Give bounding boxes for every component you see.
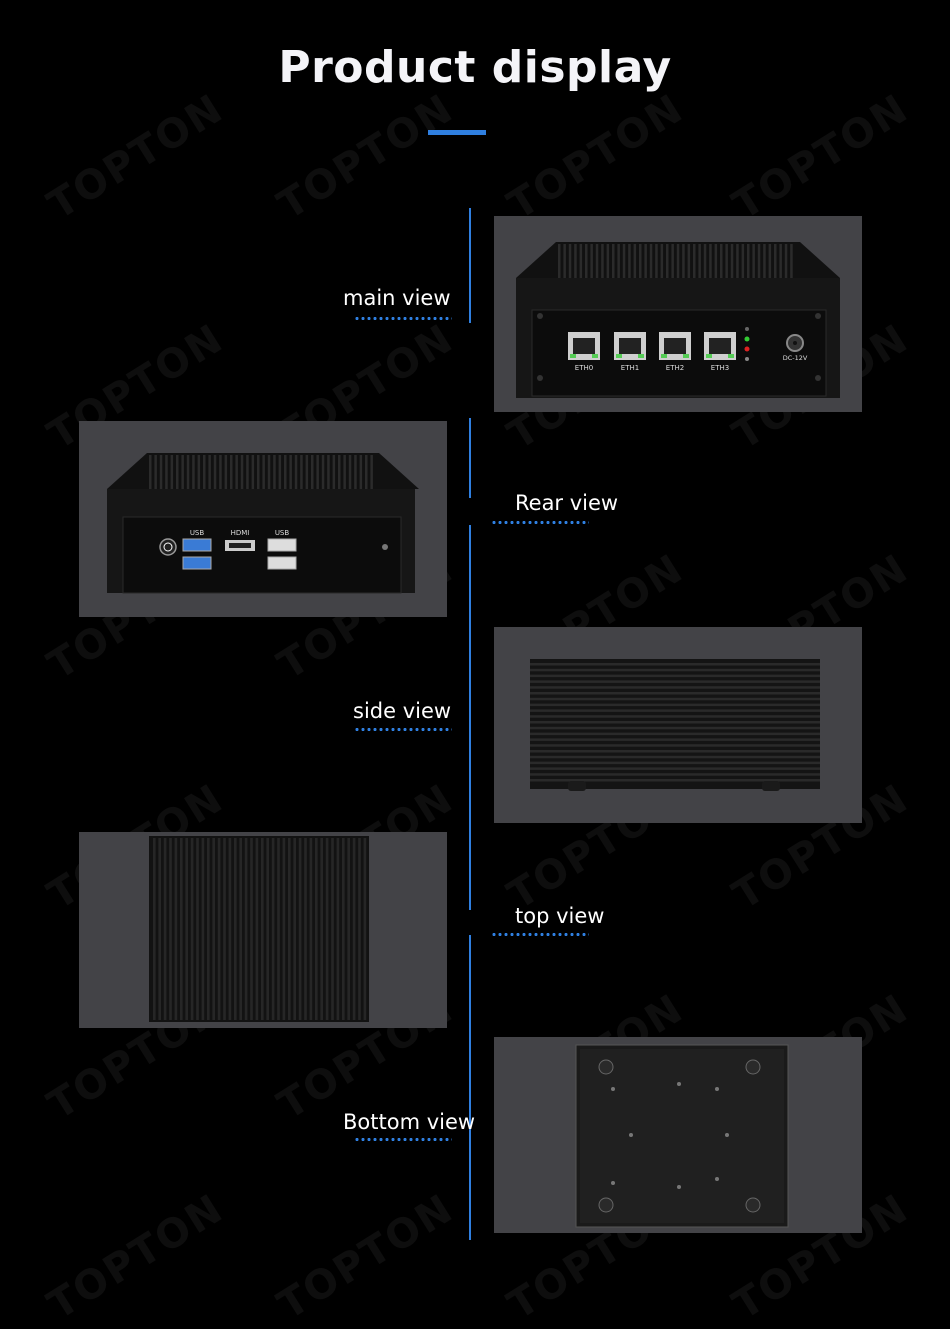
hdmi-label: HDMI [231,529,250,537]
title-underline [428,130,486,135]
usb-right-label: USB [275,529,290,537]
top-view-label: top view [515,904,605,928]
top-view-image [79,832,447,1028]
eth3-label: ETH3 [711,364,729,372]
main-view-image: ETH0 ETH1 ETH2 ETH3 DC-12V [494,216,862,412]
dc-power-label: DC-12V [783,354,808,362]
watermark-text: TOPTON [270,1185,462,1329]
main-view-underline [354,317,452,320]
timeline-axis [469,935,471,1240]
timeline-axis [469,418,471,498]
ethernet-ports: ETH0 ETH1 ETH2 ETH3 [568,332,736,372]
bottom-view-image [494,1037,862,1233]
watermark-text: TOPTON [40,1185,232,1329]
side-view-underline [354,728,452,731]
rear-view-image: USB HDMI USB [79,421,447,617]
rear-view-underline [491,521,589,524]
watermark-text: TOPTON [270,85,462,230]
main-view-label: main view [343,286,451,310]
side-view-image [494,627,862,823]
timeline-axis [469,208,471,323]
eth1-label: ETH1 [621,364,639,372]
eth0-label: ETH0 [575,364,593,372]
eth2-label: ETH2 [666,364,684,372]
top-view-underline [491,933,589,936]
rear-view-label: Rear view [515,491,619,515]
side-view-label: side view [353,699,452,723]
bottom-view-underline [354,1138,452,1141]
page-title: Product display [278,42,672,93]
watermark-text: TOPTON [40,85,232,230]
timeline-axis [469,525,471,910]
watermark-text: TOPTON [500,85,692,230]
bottom-view-label: Bottom view [343,1110,476,1134]
watermark-text: TOPTON [725,85,917,230]
usb-left-label: USB [190,529,205,537]
